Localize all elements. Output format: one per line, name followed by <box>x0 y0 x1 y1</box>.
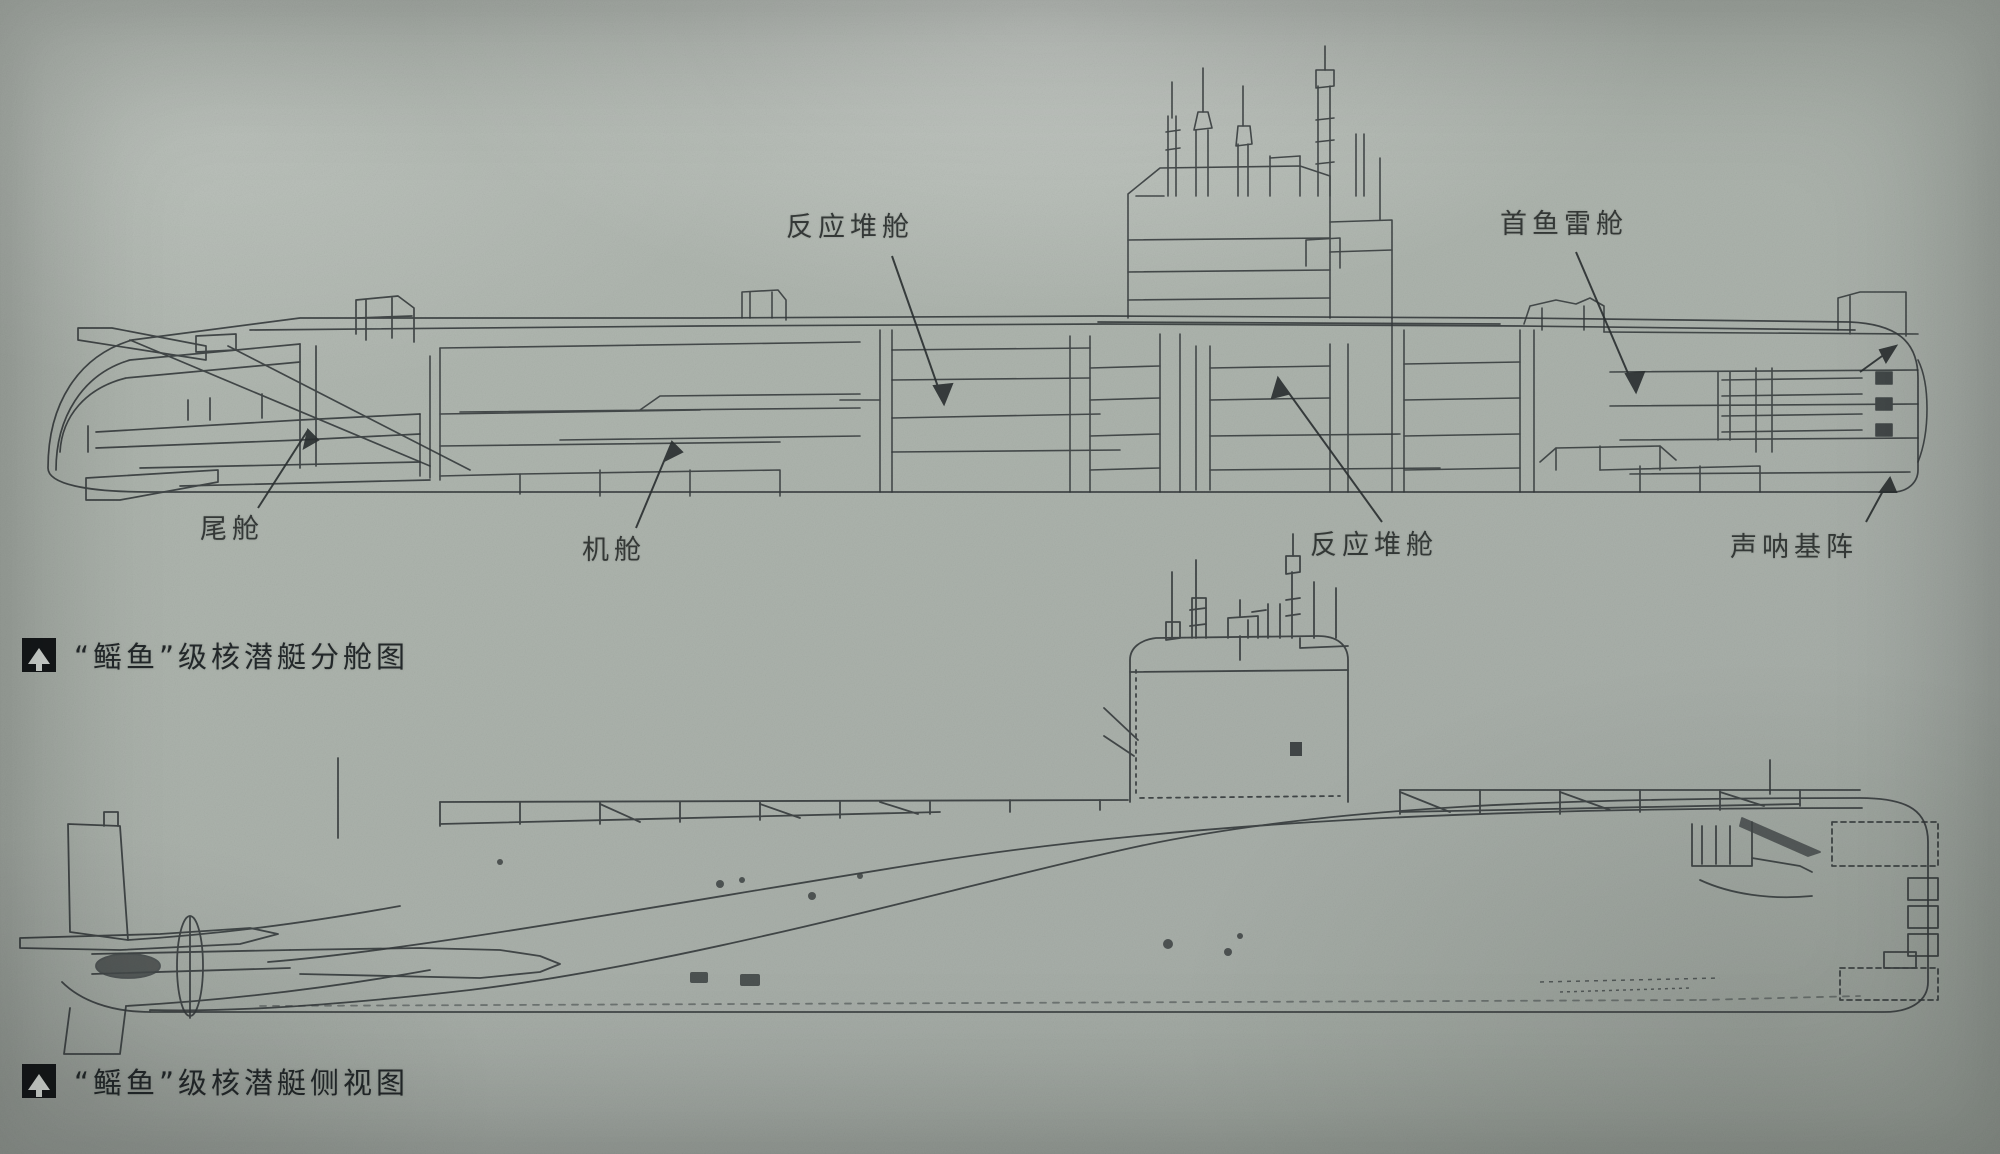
label-stern-compartment: 尾舱 <box>200 514 264 545</box>
label-reactor-compartment-top: 反应堆舱 <box>786 212 914 243</box>
caption-figure-side-view: “鳐鱼”级核潜艇侧视图 <box>22 1060 409 1102</box>
caption-figure-cutaway: “鳐鱼”级核潜艇分舱图 <box>22 634 409 676</box>
label-bow-torpedo-room: 首鱼雷舱 <box>1500 209 1628 240</box>
label-reactor-compartment-bottom: 反应堆舱 <box>1310 530 1438 561</box>
up-arrow-marker-icon <box>22 638 56 672</box>
up-arrow-marker-icon <box>22 1064 56 1098</box>
label-machinery-room: 机舱 <box>582 535 646 566</box>
label-sonar-array: 声呐基阵 <box>1730 532 1858 563</box>
caption-figure-cutaway-text: “鳐鱼”级核潜艇分舱图 <box>74 640 410 674</box>
caption-figure-side-view-text: “鳐鱼”级核潜艇侧视图 <box>74 1066 410 1100</box>
